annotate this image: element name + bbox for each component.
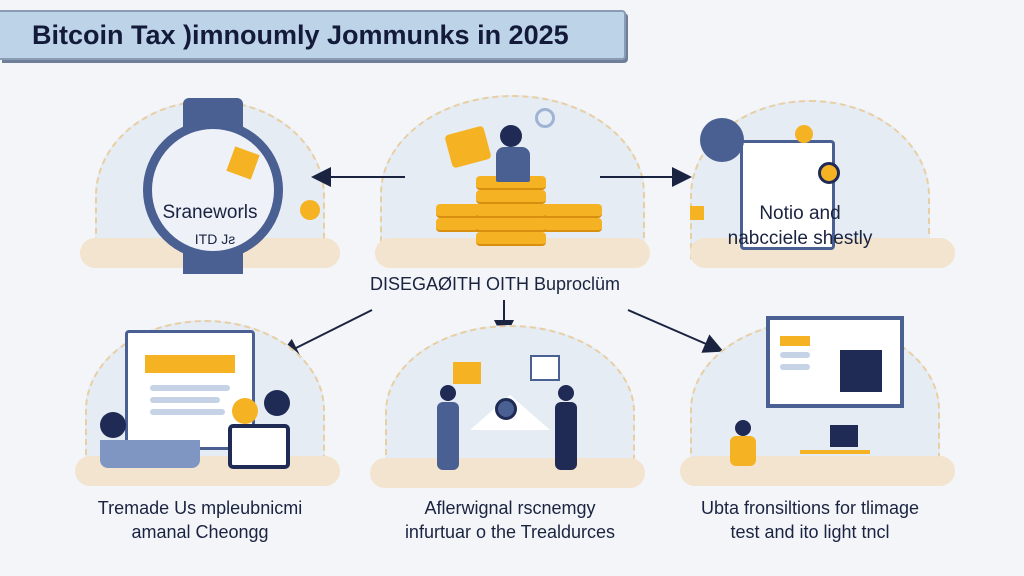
text-line (780, 352, 810, 358)
watch-icon (143, 120, 283, 260)
laptop-icon (830, 425, 858, 447)
screen-icon (530, 355, 560, 381)
monitor-icon (766, 316, 904, 408)
bitcoin-icon (818, 162, 840, 184)
coin-icon (100, 412, 126, 438)
coin-stack (540, 218, 602, 232)
coin-stack (476, 204, 546, 218)
panel-label: Sraneworls (162, 202, 258, 223)
text-line (150, 409, 225, 415)
page-title: Bitcoin Tax )imnoumly Jommunks in 2025 (0, 10, 626, 60)
document-header (145, 355, 235, 373)
caption-line2: amanal Cheongg (131, 522, 269, 542)
caption-line2: infurtuar o the Trealdurces (404, 522, 616, 542)
person-head (558, 385, 574, 401)
message-icon (453, 362, 481, 384)
text-line (780, 364, 810, 370)
caption-line2: test and ito light tncl (730, 522, 890, 542)
person-body (496, 147, 530, 182)
tray (100, 440, 200, 468)
chart-bar (780, 336, 810, 346)
desk (800, 450, 870, 454)
panel-base (370, 458, 645, 488)
panel-label-line1: Notio and (759, 203, 841, 224)
arrow-down-left (278, 309, 373, 357)
panel-base (680, 456, 955, 486)
person-head (440, 385, 456, 401)
eye-icon (495, 398, 517, 420)
center-label: DISEGAØITH OITH Buproclüm (369, 274, 621, 294)
tablet-icon (228, 424, 290, 469)
caption-line1: Aflerwignal rscnemgy (424, 498, 596, 518)
avatar (700, 118, 744, 162)
circle-icon (535, 108, 555, 128)
lightbulb-icon (795, 125, 813, 143)
coin-stack (476, 232, 546, 246)
image-block (840, 350, 882, 392)
coin-icon (300, 200, 320, 220)
panel-label-line2: nabcciele shestly (727, 228, 873, 249)
document-icon (740, 140, 835, 250)
text-line (150, 397, 220, 403)
person-body (730, 436, 756, 466)
caption-line1: Tremade Us mpleubnicmi (97, 498, 303, 518)
bitcoin-icon (232, 398, 258, 424)
bitcoin-icon (264, 390, 290, 416)
panel-sublabel: ITD Jƨ (194, 231, 236, 247)
person-body (437, 402, 459, 470)
person-head (500, 125, 522, 147)
text-line (150, 385, 230, 391)
coin-stack (476, 190, 546, 204)
arrow-down-right (627, 309, 724, 353)
fox-icon (690, 206, 704, 220)
coin-stack (476, 218, 546, 232)
person-body (555, 402, 577, 470)
person-head (735, 420, 751, 436)
coin-stack (540, 204, 602, 218)
caption-line1: Ubta fronsiltions for tlimage (700, 498, 920, 518)
